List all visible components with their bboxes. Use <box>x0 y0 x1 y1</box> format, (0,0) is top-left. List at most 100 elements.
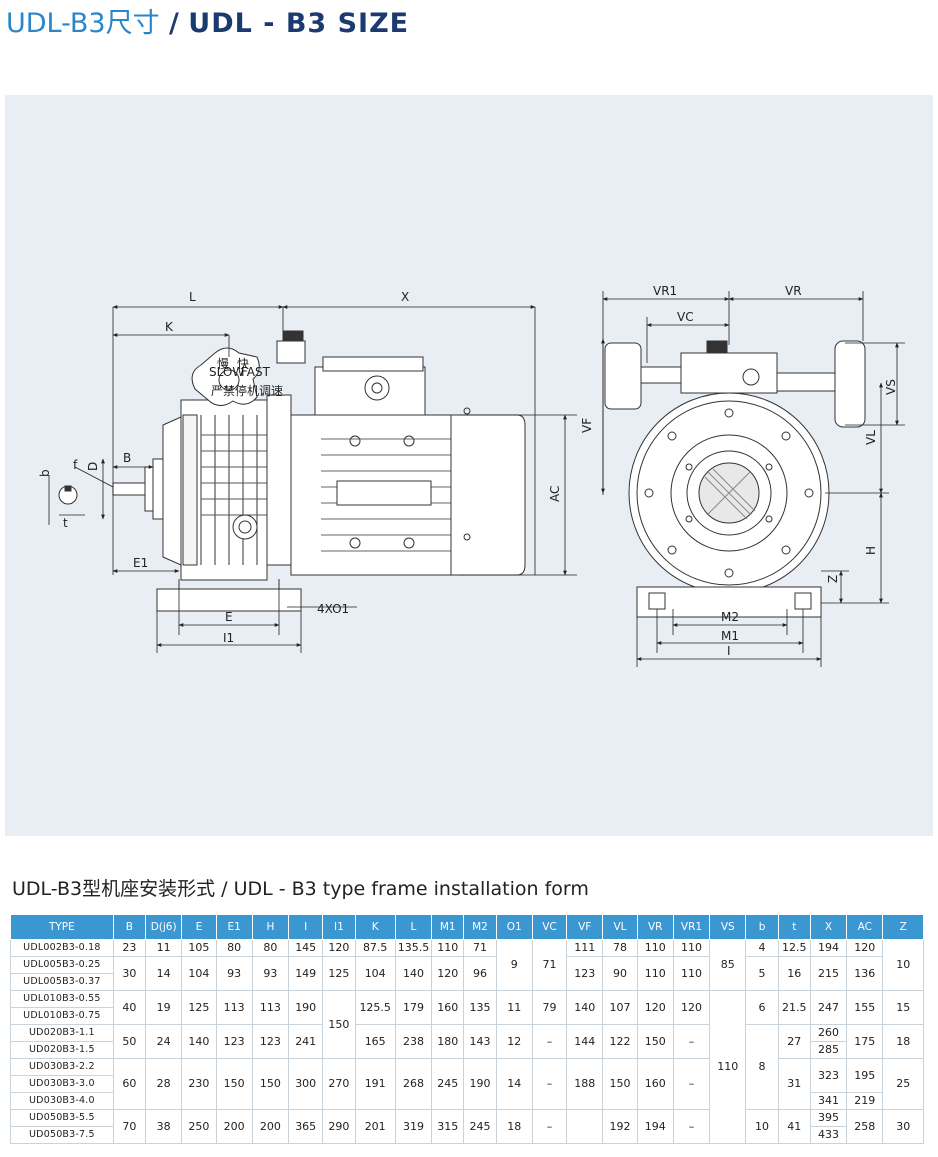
type-cell: UD020B3-1.1 <box>10 1024 114 1042</box>
technical-drawing-panel: 慢 快 SLOW FAST 严禁停机调速 L X K B D f b t E1 … <box>5 95 933 836</box>
col-header: VR1 <box>672 914 711 940</box>
cell-t: 21.5 <box>777 990 811 1025</box>
cell-K: 201 <box>354 1109 396 1144</box>
dim-M1: M1 <box>721 629 739 643</box>
title-separator: / <box>159 8 189 39</box>
table-row: UD050B3-5.5 70 38 250 200 200 365 290 20… <box>10 1109 924 1144</box>
col-header: Z <box>882 914 924 940</box>
col-header: E1 <box>215 914 253 940</box>
cell-M1: 245 <box>431 1058 465 1110</box>
type-cell: UD030B3-4.0 <box>10 1092 114 1110</box>
col-header: L <box>394 914 433 940</box>
col-header: H <box>251 914 290 940</box>
table-row: UD030B3-4.0 341 219 <box>10 1092 924 1110</box>
dimension-drawing: 慢 快 SLOW FAST 严禁停机调速 L X K B D f b t E1 … <box>38 284 905 667</box>
type-cell: UD050B3-7.5 <box>10 1126 114 1144</box>
dim-Z: Z <box>826 575 840 583</box>
cell-E: 125 <box>181 990 217 1025</box>
cell-VR1: – <box>672 1109 711 1144</box>
cell-Z: 10 <box>882 939 924 991</box>
cell-Z: 18 <box>882 1024 924 1059</box>
cell-I: 300 <box>288 1058 324 1110</box>
dim-K: K <box>165 320 174 334</box>
cell-AC: 120 <box>846 939 884 957</box>
dim-t: t <box>63 516 68 530</box>
cell-VL: 107 <box>602 990 638 1025</box>
type-cell: UD020B3-1.5 <box>10 1041 114 1059</box>
type-cell: UDL010B3-0.75 <box>10 1007 114 1025</box>
dim-b: b <box>38 469 52 477</box>
cell-VF: 144 <box>566 1024 604 1059</box>
cell-L: 319 <box>394 1109 433 1144</box>
dimension-table: TYPE B D(j6) E E1 H I I1 K L M1 M2 O1 VC… <box>10 914 924 1144</box>
table-row: UDL005B3-0.25 30 14 104 93 93 149 125 10… <box>10 956 924 991</box>
cell-X: 433 <box>809 1126 848 1144</box>
cell-Z: 30 <box>882 1109 924 1144</box>
cell-b: 4 <box>745 939 779 957</box>
cell-H: 123 <box>251 1024 290 1059</box>
title-english: UDL - B3 SIZE <box>188 8 410 39</box>
cell-I1: 270 <box>322 1058 356 1110</box>
cell-t: 16 <box>777 956 811 991</box>
cell-B: 23 <box>112 939 147 957</box>
col-header: VR <box>636 914 674 940</box>
dim-VR: VR <box>785 284 802 298</box>
dim-X: X <box>401 290 409 304</box>
knob-slow-en: SLOW <box>209 365 244 379</box>
cell-X: 395 <box>809 1109 848 1127</box>
title-chinese: UDL-B3尺寸 <box>6 8 160 39</box>
col-header: AC <box>846 914 884 940</box>
cell-VR1: – <box>672 1024 711 1059</box>
col-header: O1 <box>495 914 533 940</box>
cell-I1: 120 <box>322 939 356 957</box>
type-cell: UDL005B3-0.25 <box>10 956 114 974</box>
table-row: UD030B3-2.2 60 28 230 150 150 300 270 19… <box>10 1058 924 1110</box>
col-header: M1 <box>431 914 465 940</box>
dim-VR1: VR1 <box>653 284 677 298</box>
cell-E1: 200 <box>215 1109 253 1144</box>
dim-E1: E1 <box>133 556 148 570</box>
cell-I1: 150 <box>322 990 356 1059</box>
table-row: UDL010B3-0.55 40 19 125 113 113 190 150 … <box>10 990 924 1144</box>
dim-VL: VL <box>864 430 878 445</box>
cell-D: 11 <box>145 939 183 957</box>
cell-b: 10 <box>745 1109 779 1144</box>
cell-H: 200 <box>251 1109 290 1144</box>
cell-VF: 188 <box>566 1058 604 1110</box>
table-row: UDL002B3-0.18 23 11 105 80 80 145 120 87… <box>10 939 924 991</box>
cell-D: 24 <box>145 1024 183 1059</box>
cell-X: 260 <box>809 1024 848 1042</box>
base-foot <box>156 588 302 612</box>
cell-K: 104 <box>354 956 396 991</box>
knob-fast-en: FAST <box>241 365 271 379</box>
cell-I: 365 <box>288 1109 324 1144</box>
cell-AC: 155 <box>846 990 884 1025</box>
type-cell: UD050B3-5.5 <box>10 1109 114 1127</box>
cell-D: 28 <box>145 1058 183 1110</box>
cell-VL: 192 <box>602 1109 638 1144</box>
cell-I: 149 <box>288 956 324 991</box>
cell-E1: 123 <box>215 1024 253 1059</box>
cell-b: 6 <box>745 990 779 1025</box>
cell-K: 165 <box>354 1024 396 1059</box>
col-header: E <box>181 914 217 940</box>
table-row: UD050B3-7.5 433 <box>10 1126 924 1144</box>
knob-brand-text: 严禁停机调速 <box>211 383 283 398</box>
cell-X: 285 <box>809 1041 848 1059</box>
cell-VL: 78 <box>602 939 638 957</box>
cell-AC: 219 <box>846 1092 884 1110</box>
dim-B: B <box>123 451 131 465</box>
dim-E: E <box>225 610 233 624</box>
col-header: VC <box>531 914 568 940</box>
cell-L: 179 <box>394 990 433 1025</box>
cell-B: 60 <box>112 1058 147 1110</box>
cell-VR: 150 <box>636 1024 674 1059</box>
col-header: B <box>112 914 147 940</box>
cell-B: 50 <box>112 1024 147 1059</box>
cell-I: 190 <box>288 990 324 1025</box>
cell-E: 104 <box>181 956 217 991</box>
cell-I1: 125 <box>322 956 356 991</box>
dim-I1: I1 <box>223 631 234 645</box>
cell-H: 150 <box>251 1058 290 1110</box>
cell-Z: 15 <box>882 990 924 1025</box>
